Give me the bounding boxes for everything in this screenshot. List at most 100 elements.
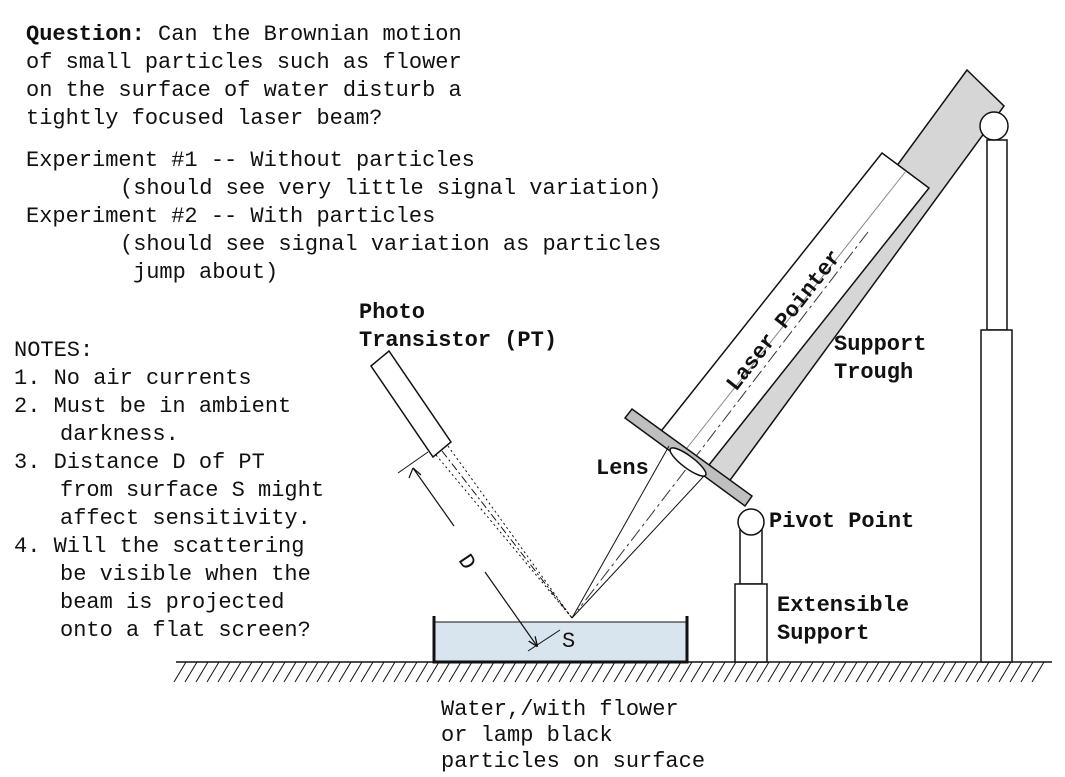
hatch-mark: [723, 661, 737, 683]
water-caption: Water,/with flower: [441, 697, 679, 722]
support-trough-label: Trough: [834, 360, 913, 385]
hatch-mark: [756, 661, 770, 683]
note-line: 1. No air currents: [14, 366, 252, 391]
surface-label: S: [562, 629, 575, 654]
lens-label: Lens: [596, 456, 649, 481]
hatch-mark: [239, 661, 253, 683]
experiment-line: (should see very little signal variation…: [120, 176, 661, 201]
question-label: Question:: [26, 22, 145, 47]
hatch-mark: [525, 661, 539, 683]
hatch-mark: [613, 661, 627, 683]
note-line: onto a flat screen?: [60, 618, 311, 643]
hatch-mark: [173, 661, 187, 683]
hatch-mark: [272, 661, 286, 683]
hatch-mark: [833, 661, 847, 683]
experiment-line: Experiment #2 -- With particles: [26, 204, 435, 229]
hatch-mark: [371, 661, 385, 683]
hatch-mark: [954, 661, 968, 683]
hatch-mark: [602, 661, 616, 683]
detector-field: [435, 445, 573, 619]
hatch-mark: [558, 661, 572, 683]
experiment-line: (should see signal variation as particle…: [120, 232, 661, 257]
hatch-mark: [899, 661, 913, 683]
hatch-mark: [811, 661, 825, 683]
hatch-mark: [349, 661, 363, 683]
hatch-mark: [250, 661, 264, 683]
extensible-support-label: Support: [777, 621, 869, 646]
ground-hatching: [173, 661, 1045, 683]
hatch-mark: [624, 661, 638, 683]
hatch-mark: [514, 661, 528, 683]
hatch-mark: [932, 661, 946, 683]
notes-block: NOTES: 1. No air currents 2. Must be in …: [14, 338, 324, 643]
photo-transistor-label: Photo: [359, 300, 425, 325]
pivot-point-upper: [979, 111, 1009, 141]
pivot-point-label: Pivot Point: [769, 509, 914, 534]
question-text: tightly focused laser beam?: [26, 106, 382, 131]
hatch-mark: [635, 661, 649, 683]
extensible-support-label: Extensible: [777, 593, 909, 618]
support-trough-label: Support: [834, 332, 926, 357]
hatch-mark: [800, 661, 814, 683]
hatch-mark: [283, 661, 297, 683]
hatch-mark: [294, 661, 308, 683]
experiment-line: jump about): [133, 260, 278, 285]
hatch-mark: [646, 661, 660, 683]
photo-transistor: [369, 349, 453, 459]
hatch-mark: [360, 661, 374, 683]
hatch-mark: [910, 661, 924, 683]
hatch-mark: [965, 661, 979, 683]
note-line: 2. Must be in ambient: [14, 394, 291, 419]
hatch-mark: [701, 661, 715, 683]
hatch-mark: [448, 661, 462, 683]
hatch-mark: [998, 661, 1012, 683]
tank-walls: [432, 616, 689, 664]
hatch-mark: [547, 661, 561, 683]
hatch-mark: [195, 661, 209, 683]
hatch-mark: [778, 661, 792, 683]
question-text: Can the Brownian motion: [145, 22, 462, 47]
note-line: 4. Will the scattering: [14, 534, 304, 559]
hatch-mark: [470, 661, 484, 683]
question-block: Question: Can the Brownian motion of sma…: [26, 22, 462, 131]
hatch-mark: [877, 661, 891, 683]
ground: [173, 661, 1052, 683]
water-caption: particles on surface: [441, 749, 705, 774]
hatch-mark: [338, 661, 352, 683]
hatch-mark: [1031, 661, 1045, 683]
notes-title: NOTES:: [14, 338, 93, 363]
photo-transistor-label: Transistor (PT): [359, 328, 557, 353]
hatch-mark: [393, 661, 407, 683]
hatch-mark: [217, 661, 231, 683]
hatch-mark: [745, 661, 759, 683]
hatch-mark: [184, 661, 198, 683]
note-line: beam is projected: [60, 590, 284, 615]
note-line: from surface S might: [60, 478, 324, 503]
hatch-mark: [1020, 661, 1034, 683]
extensible-support: [734, 529, 768, 663]
hatch-mark: [316, 661, 330, 683]
hatch-mark: [657, 661, 671, 683]
hatch-mark: [943, 661, 957, 683]
lens: [669, 447, 707, 477]
note-line: darkness.: [60, 422, 179, 447]
experiment-line: Experiment #1 -- Without particles: [26, 148, 475, 173]
distance-label: D: [452, 550, 480, 575]
hatch-mark: [734, 661, 748, 683]
hatch-mark: [987, 661, 1001, 683]
hatch-mark: [679, 661, 693, 683]
hatch-mark: [481, 661, 495, 683]
hatch-mark: [404, 661, 418, 683]
note-line: affect sensitivity.: [60, 506, 311, 531]
hatch-mark: [206, 661, 220, 683]
hatch-mark: [228, 661, 242, 683]
hatch-mark: [866, 661, 880, 683]
optical-axis: [577, 231, 869, 611]
hatch-mark: [261, 661, 275, 683]
hatch-mark: [569, 661, 583, 683]
hatch-mark: [690, 661, 704, 683]
hatch-mark: [1009, 661, 1023, 683]
hatch-mark: [767, 661, 781, 683]
hatch-mark: [976, 661, 990, 683]
